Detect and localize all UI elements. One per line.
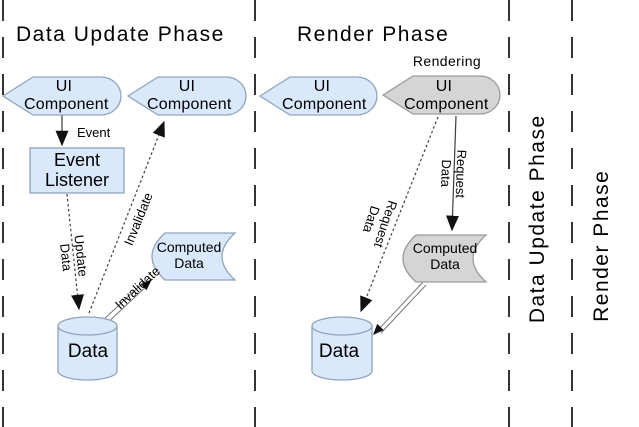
- edge-invalidate-computed-line1: [101, 279, 147, 322]
- computed-data-label-render: Computed Data: [412, 240, 478, 272]
- render-phase-title: Render Phase: [297, 23, 450, 46]
- data-cylinder-render-rim: [311, 325, 373, 336]
- edge-invalidate-computed-line2: [104, 283, 150, 326]
- edge-computed-to-data-line2: [380, 284, 427, 334]
- edge-invalidate-computed-arrowhead: [141, 279, 152, 291]
- update-phase-title: Data Update Phase: [16, 23, 225, 46]
- rendering-label: Rendering: [412, 53, 482, 69]
- data-cylinder-render: [311, 316, 373, 381]
- ui-component-label-3: UI Component: [282, 78, 367, 113]
- ui-component-shape-3: [258, 76, 378, 116]
- ui-component-shape-1: [1, 76, 122, 116]
- ui-component-label-2: UI Component: [147, 78, 232, 113]
- edge-computed-to-data-line1: [377, 281, 424, 331]
- side-label-data-update-phase: Data Update Phase: [526, 114, 550, 324]
- edge-invalidate-component: [88, 120, 165, 314]
- edge-computed-to-data-arrowhead: [373, 323, 384, 335]
- event-listener-shape: [29, 147, 125, 194]
- edge-update-data: [66, 193, 84, 311]
- update-data-edge-label: Update Data: [57, 234, 91, 278]
- event-edge-label: Event: [77, 125, 111, 140]
- ui-component-shape-4: [381, 75, 501, 115]
- ui-component-label-4: UI Component: [404, 78, 489, 113]
- side-label-render-phase: Render Phase: [590, 169, 614, 322]
- data-label-update: Data: [67, 341, 109, 362]
- computed-data-shape-update: [151, 232, 237, 281]
- computed-data-shape-render: [402, 234, 488, 283]
- event-listener-label: Event Listener: [44, 150, 110, 191]
- request-computed-edge-label: Request Data: [438, 149, 470, 199]
- edge-request-computed: [446, 115, 459, 232]
- ui-component-label-1: UI Component: [24, 78, 109, 113]
- computed-data-label-update: Computed Data: [156, 239, 222, 271]
- data-cylinder-update: [57, 316, 118, 381]
- ui-component-shape-2: [126, 76, 247, 116]
- data-label-render: Data: [318, 341, 360, 362]
- data-cylinder-update-rim: [57, 325, 118, 336]
